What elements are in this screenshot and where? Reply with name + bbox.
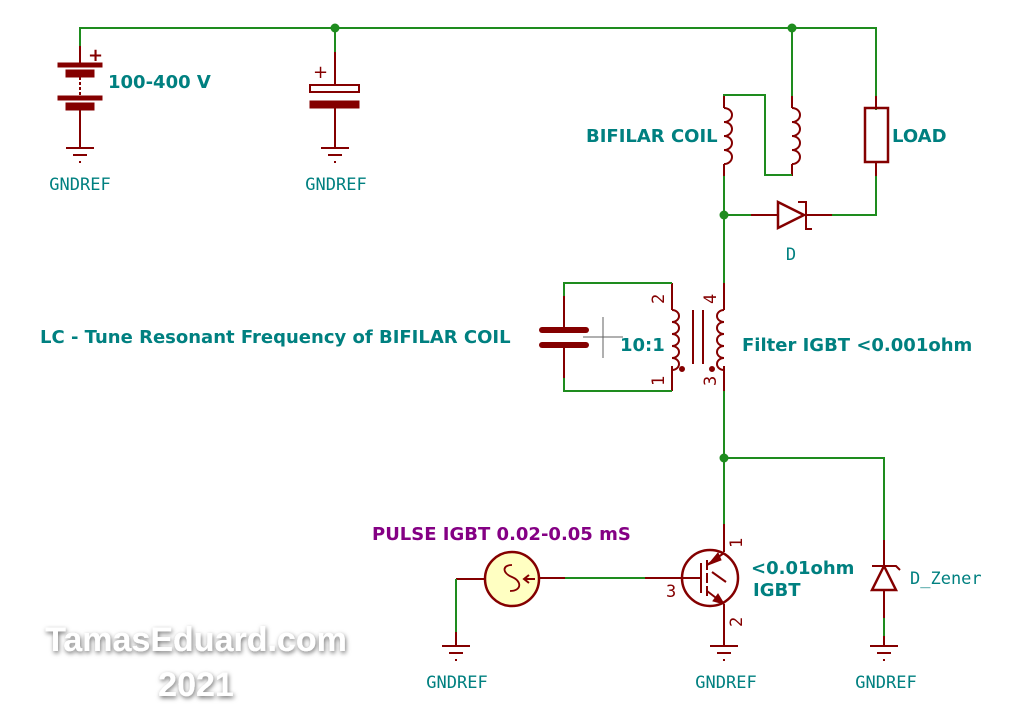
igbt-symbol <box>660 524 740 645</box>
igbt-pin-1: 1 <box>727 538 747 548</box>
wire-top-rail <box>79 27 877 110</box>
igbt-resistance-label: <0.01ohm <box>751 558 854 579</box>
ground-symbol <box>442 645 470 661</box>
pulse-igbt-label: PULSE IGBT 0.02-0.05 mS <box>372 524 631 545</box>
lc-capacitor-symbol <box>539 296 589 378</box>
load-label: LOAD <box>892 126 947 147</box>
ground-label: GNDREF <box>695 673 756 693</box>
ground-label: GNDREF <box>49 175 110 195</box>
crosshair-cursor-icon <box>583 317 623 358</box>
bifilar-coil-symbol <box>723 96 801 176</box>
wire-coil-link <box>723 94 792 176</box>
transformer-pin-1: 1 <box>649 376 669 386</box>
igbt-pin-2: 2 <box>727 617 747 627</box>
ground-symbol <box>870 645 898 661</box>
wire-diode-to-load <box>832 176 877 216</box>
battery-plus-sign: + <box>88 45 103 66</box>
junction <box>719 210 729 220</box>
transformer-ratio-label: 10:1 <box>620 335 665 356</box>
transformer-pin-3: 3 <box>701 376 721 386</box>
capacitor-plus-sign: + <box>313 62 328 83</box>
transformer-symbol <box>671 283 725 391</box>
watermark-site: TamasEduard.com <box>45 621 347 659</box>
ground-symbol <box>66 147 94 163</box>
electrolytic-capacitor-symbol: + <box>309 52 360 148</box>
diode-symbol <box>751 199 832 231</box>
junction <box>787 23 797 33</box>
pulse-source-symbol <box>456 550 541 608</box>
load-resistor-symbol <box>863 96 890 176</box>
wire-lc-bottom <box>563 378 672 392</box>
transformer-pin-4: 4 <box>701 294 721 304</box>
igbt-name-label: IGBT <box>753 580 801 601</box>
zener-diode-symbol <box>869 540 901 618</box>
junction <box>719 453 729 463</box>
diode-label: D <box>786 245 796 265</box>
ground-symbol <box>321 147 349 163</box>
wire-node-to-zener <box>724 457 885 540</box>
ground-label: GNDREF <box>305 175 366 195</box>
supply-voltage-label: 100-400 V <box>108 72 211 93</box>
lc-tune-label: LC - Tune Resonant Frequency of BIFILAR … <box>40 327 511 348</box>
ground-label: GNDREF <box>855 673 916 693</box>
ground-symbol <box>710 645 738 661</box>
watermark-year: 2021 <box>158 666 234 704</box>
junction <box>330 23 340 33</box>
filter-igbt-label: Filter IGBT <0.001ohm <box>742 335 972 356</box>
ground-label: GNDREF <box>426 673 487 693</box>
igbt-pin-3: 3 <box>666 582 676 602</box>
battery-symbol: + <box>57 45 103 148</box>
top-rail <box>79 23 877 110</box>
transformer-pin-2: 2 <box>649 294 669 304</box>
bifilar-coil-label: BIFILAR COIL <box>586 126 718 147</box>
zener-label: D_Zener <box>910 569 982 589</box>
